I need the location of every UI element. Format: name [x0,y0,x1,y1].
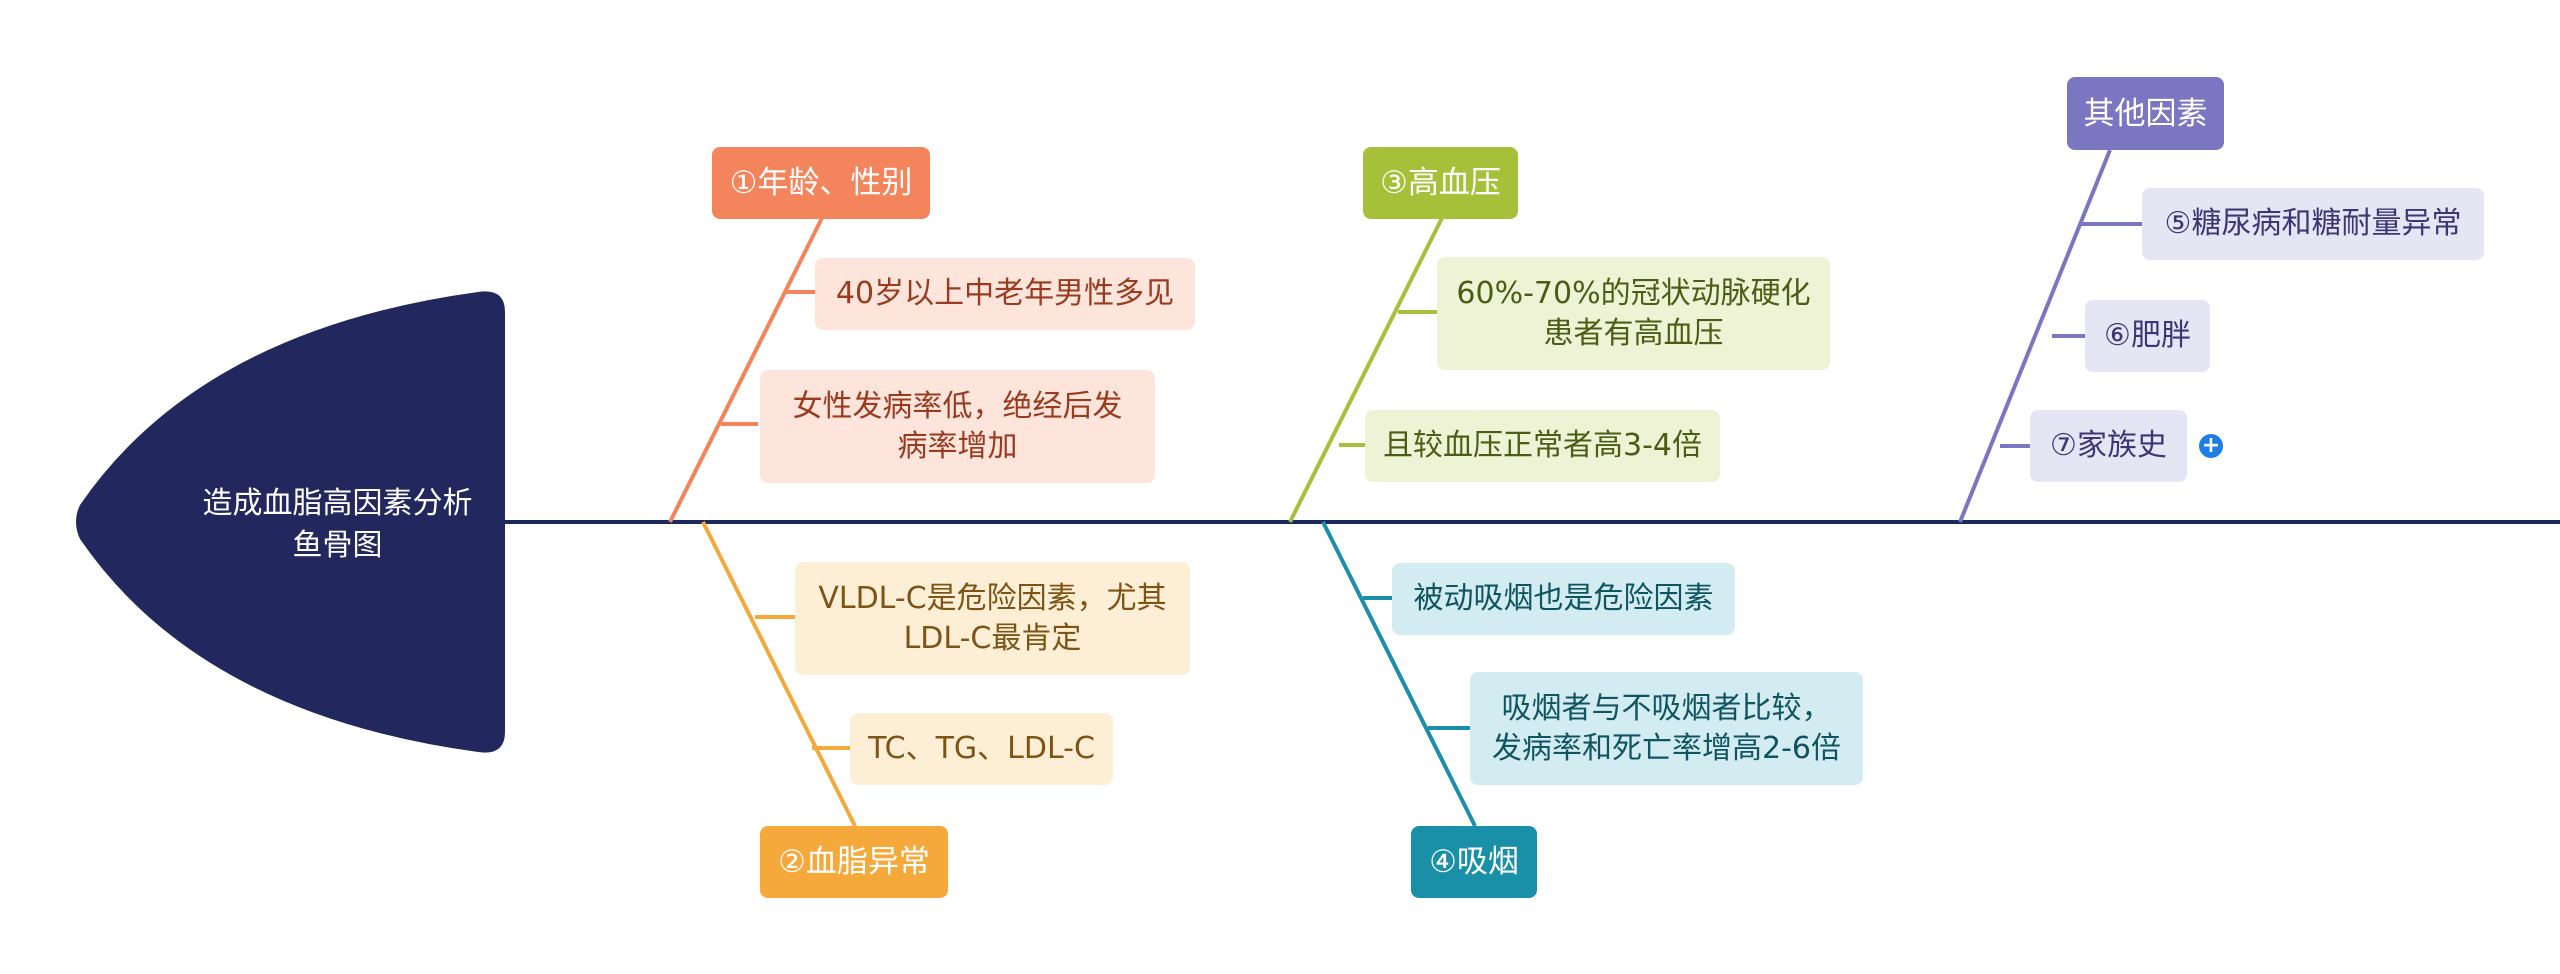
category-age-gender[interactable]: ①年龄、性别 [712,147,930,219]
other-bone [1958,149,2112,523]
cause-age-2[interactable]: 女性发病率低，绝经后发 病率增加 [760,370,1155,483]
cause-lipid-1[interactable]: VLDL-C是危险因素，尤其 LDL-C最肯定 [795,562,1190,675]
head-title[interactable]: 造成血脂高因素分析 鱼骨图 [202,486,473,563]
lipid-bone [701,521,857,827]
cause-other-obesity[interactable]: ⑥肥胖 [2085,300,2210,372]
bp-bone [1288,217,1444,523]
category-smoking[interactable]: ④吸烟 [1411,826,1537,898]
category-lipid[interactable]: ②血脂异常 [760,826,948,898]
category-other[interactable]: 其他因素 [2067,77,2224,150]
category-hypertension[interactable]: ③高血压 [1363,147,1518,219]
cause-age-1[interactable]: 40岁以上中老年男性多见 [815,258,1195,330]
cause-bp-1[interactable]: 60%-70%的冠状动脉硬化 患者有高血压 [1437,257,1830,370]
cause-smoke-1[interactable]: 被动吸烟也是危险因素 [1392,563,1735,635]
cause-lipid-2[interactable]: TC、TG、LDL-C [850,713,1113,785]
age-bone [668,217,824,523]
smoke-bone [1321,521,1477,827]
cause-bp-2[interactable]: 且较血压正常者高3-4倍 [1365,410,1720,482]
fish-head [76,291,505,753]
cause-other-diabetes[interactable]: ⑤糖尿病和糖耐量异常 [2142,188,2484,260]
cause-other-family-history[interactable]: ⑦家族史 [2030,410,2187,482]
plus-icon[interactable]: + [2199,434,2223,458]
cause-smoke-2[interactable]: 吸烟者与不吸烟者比较， 发病率和死亡率增高2-6倍 [1470,672,1863,785]
